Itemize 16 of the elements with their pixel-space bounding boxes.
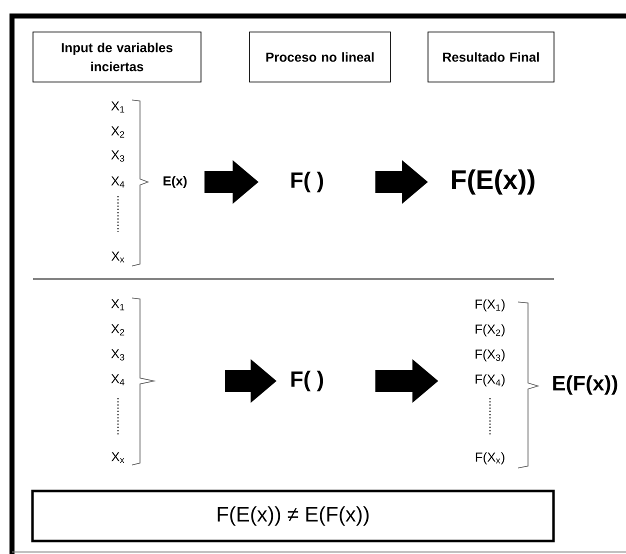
- function-text: F( ): [291, 172, 323, 192]
- result-list: F(X$_{1}$) F(X$_{2}$) F(X$_{3}$) F(X$_{4}$) F(X$_{x}$): [476, 299, 505, 464]
- result-text: F(E(x)): [452, 169, 534, 195]
- variable-label: X$_{3}$: [111, 150, 124, 162]
- variable-list: X$_{1}$ X$_{2}$ X$_{3}$ X$_{4}$ X$_{x}$: [111, 299, 124, 463]
- header-box: Input de variables inciertas: [32, 32, 202, 82]
- variable-label: X$_{4}$: [111, 176, 124, 188]
- formula-box: F(E(x)) ≠ E(F(x)): [31, 490, 555, 542]
- header-box: Resultado Final: [428, 32, 554, 82]
- expression-text: E(x): [164, 176, 187, 188]
- expectation-text: E(F(x)): [553, 375, 618, 395]
- function-text: F( ): [291, 370, 323, 392]
- variable-label: X$_{2}$: [111, 126, 124, 138]
- variable-label: X$_{x}$: [111, 252, 124, 262]
- variable-label: X$_{1}$: [111, 101, 124, 113]
- header-box: Proceso no lineal: [249, 32, 391, 82]
